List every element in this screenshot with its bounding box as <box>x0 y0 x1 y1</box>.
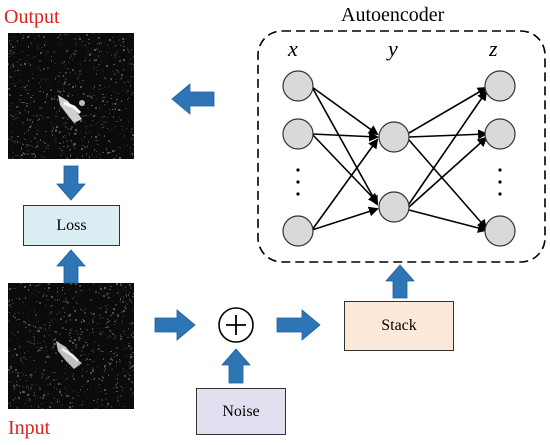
output-title: Output <box>4 6 60 28</box>
output-speckle <box>8 33 134 159</box>
input-image <box>8 283 134 409</box>
hidden-layer-label: y <box>388 36 398 61</box>
node-x2 <box>282 118 314 150</box>
block-arrow-icon <box>276 309 321 341</box>
input-speckle <box>8 283 134 409</box>
plus-circle-icon <box>218 307 254 343</box>
block-arrow-icon <box>154 309 196 341</box>
autoencoder-title: Autoencoder <box>341 4 445 26</box>
node-x1 <box>282 70 314 102</box>
output-layer-label: z <box>489 36 498 61</box>
input-layer-label: x <box>288 36 298 61</box>
input-title: Input <box>8 417 51 439</box>
block-arrow-icon <box>56 249 86 284</box>
node-y1 <box>378 121 410 153</box>
z-ellipsis <box>498 168 502 196</box>
network-connections <box>311 86 488 233</box>
node-y2 <box>378 191 410 223</box>
stack-label: Stack <box>381 317 417 334</box>
output-target-shape <box>58 95 85 123</box>
loss-label: Loss <box>56 216 87 234</box>
noise-box: Noise <box>196 388 286 435</box>
input-target-shape <box>56 341 82 369</box>
stack-box: Stack <box>344 301 454 351</box>
loss-box: Loss <box>23 205 120 246</box>
block-arrow-icon <box>171 83 215 115</box>
output-image <box>8 33 134 159</box>
block-arrow-icon <box>221 348 251 384</box>
x-ellipsis <box>296 168 300 196</box>
noise-label: Noise <box>222 402 260 420</box>
block-arrow-icon <box>385 264 415 299</box>
node-x3 <box>282 215 314 247</box>
block-arrow-icon <box>56 165 86 201</box>
autoencoder-frame <box>257 30 546 263</box>
node-z2 <box>484 118 516 150</box>
node-z1 <box>484 70 516 102</box>
node-z3 <box>484 215 516 247</box>
